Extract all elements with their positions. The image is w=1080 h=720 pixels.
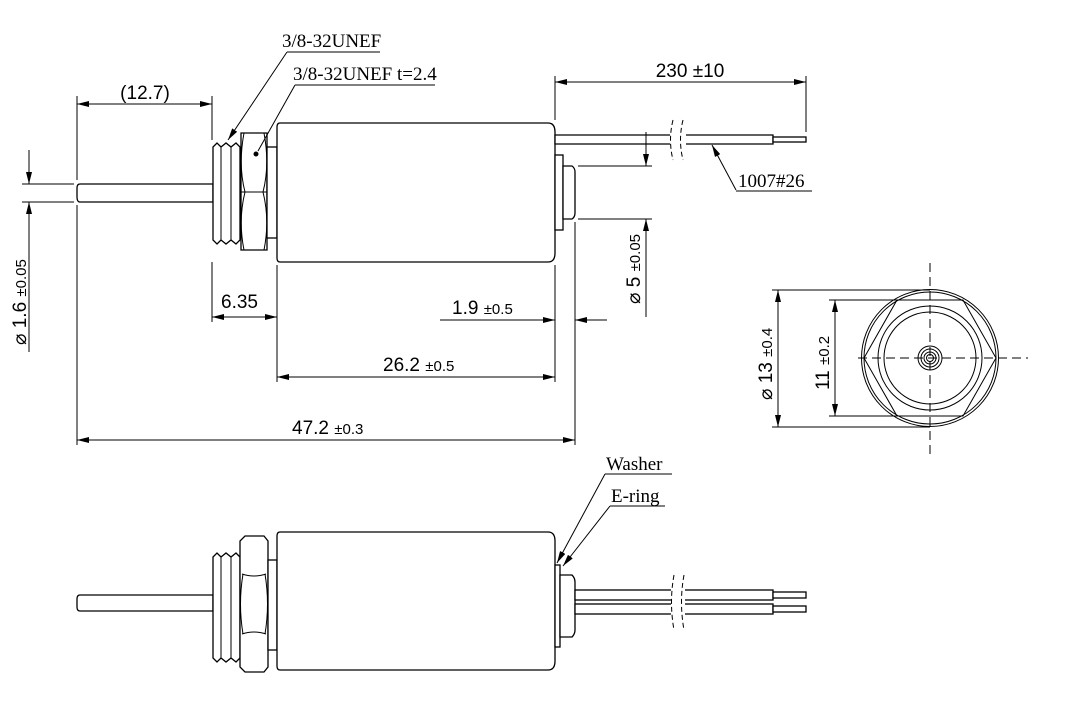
thread-bottom <box>212 552 241 663</box>
dim-body-length: 26.2 ±0.5 <box>383 355 454 376</box>
plunger-bottom <box>76 594 214 612</box>
hex-outline <box>863 299 997 417</box>
label-thread: 3/8-32UNEF <box>282 31 381 52</box>
break-mark-bottom <box>671 574 685 631</box>
hex-nut-bottom <box>239 535 269 673</box>
dimensions-top: (12.7) 230 ±10 1007#26 3/8-32UNEF 3/8-32… <box>10 31 812 445</box>
break-mark <box>670 119 684 161</box>
boss <box>562 165 576 220</box>
neck <box>266 146 278 239</box>
coil-body <box>276 122 556 263</box>
nut-marker-dot <box>253 151 259 157</box>
plunger-end <box>917 345 943 371</box>
end-view: ⌀ 13 ±0.4 11 ±0.2 <box>756 263 1028 455</box>
dim-boss-dia: ⌀ 5 ±0.05 <box>624 234 645 304</box>
label-nut: 3/8-32UNEF t=2.4 <box>293 64 437 85</box>
dim-overall-length: 47.2 ±0.3 <box>292 418 363 439</box>
side-view-top <box>76 119 807 263</box>
dim-wire-length: 230 ±10 <box>656 61 725 82</box>
dim-boss-length: 1.9 ±0.5 <box>452 298 513 319</box>
label-ering: E-ring <box>611 486 660 507</box>
label-washer: Washer <box>606 454 663 475</box>
thread <box>212 142 241 245</box>
washer <box>554 154 564 231</box>
washer-bottom <box>554 564 561 648</box>
plunger <box>76 183 214 203</box>
dim-outer-dia: ⌀ 13 ±0.4 <box>756 328 777 400</box>
dim-shaft-extension: (12.7) <box>120 83 170 104</box>
side-view-bottom: Washer E-ring <box>76 454 807 673</box>
label-wire-type: 1007#26 <box>738 171 805 192</box>
coil-body-bottom <box>276 531 556 671</box>
dim-thread-length: 6.35 <box>221 292 258 313</box>
e-ring <box>559 574 576 638</box>
dim-shaft-dia: ⌀ 1.6 ±0.05 <box>10 259 31 345</box>
lead-wire <box>554 134 774 145</box>
dim-hex-flats: 11 ±0.2 <box>813 336 834 390</box>
